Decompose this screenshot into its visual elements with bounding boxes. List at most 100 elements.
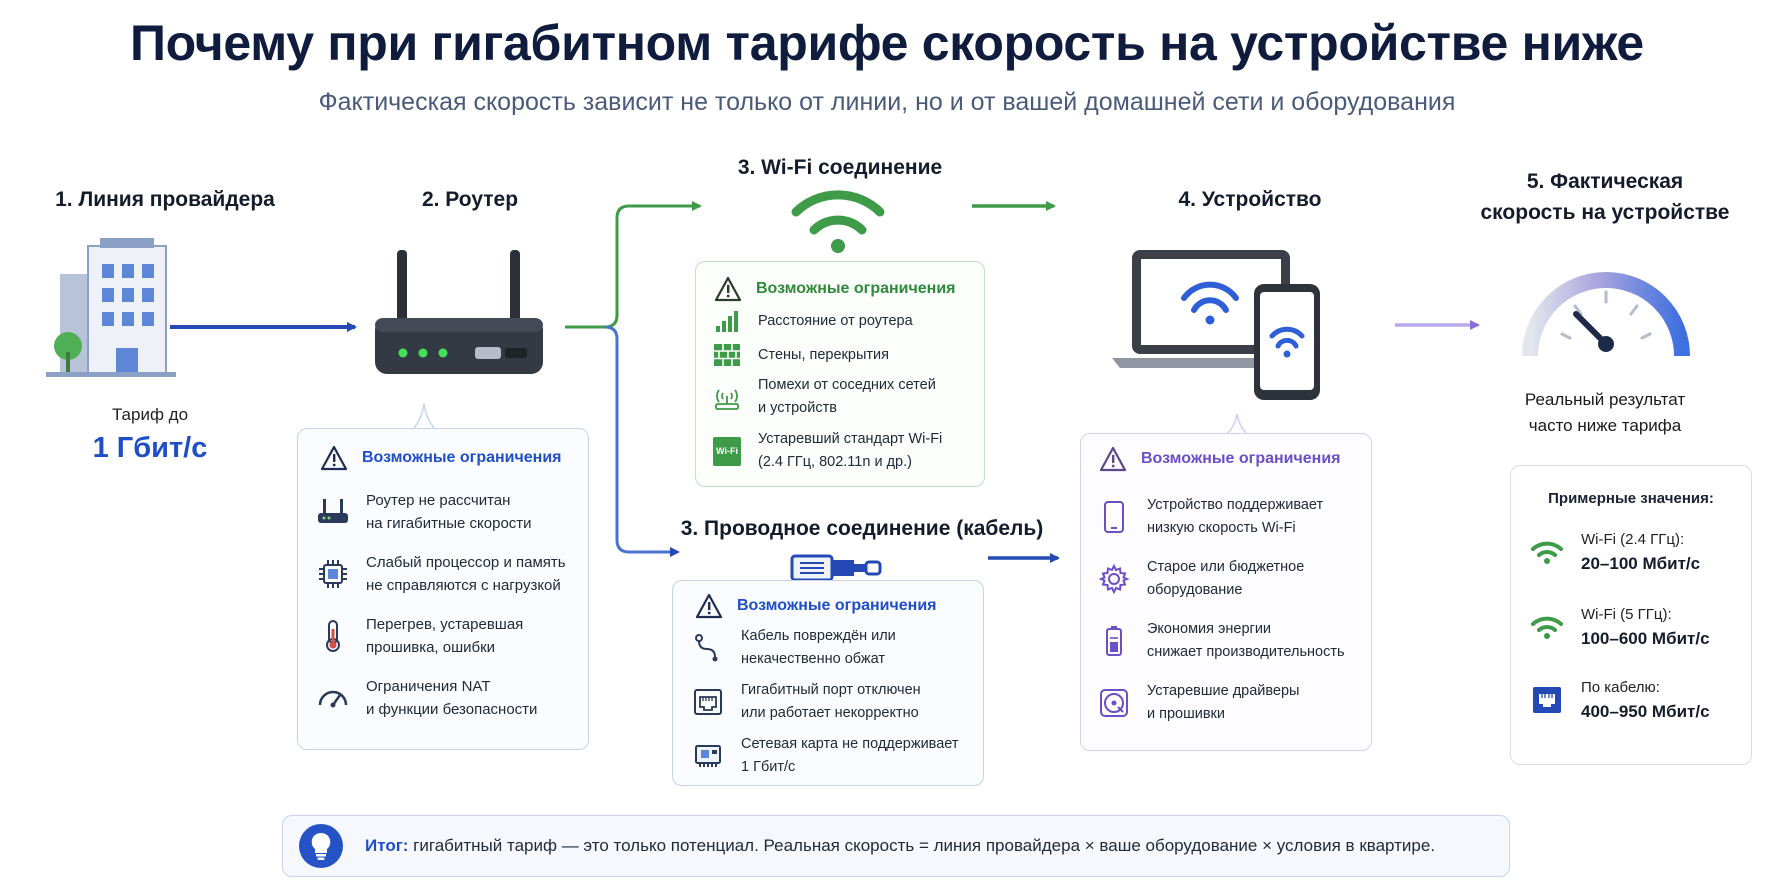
step-actual-title-line1: 5. Фактическая bbox=[1526, 170, 1684, 193]
wifi-limits-heading-text: Возможные ограничения bbox=[756, 280, 956, 297]
phone-icon bbox=[1097, 500, 1131, 534]
typical-values-card: Примерные значения: Wi-Fi (2.4 ГГц): 20–1… bbox=[1510, 465, 1752, 765]
summary-body: гигабитный тариф — это только потенциал.… bbox=[408, 836, 1436, 855]
wired-limit-1-line1: Кабель повреждён или bbox=[741, 628, 896, 644]
wired-limit-3-line2: 1 Гбит/с bbox=[741, 759, 796, 775]
lightbulb-icon bbox=[299, 824, 343, 868]
step-actual-title: 5. Фактическая скорость на устройстве bbox=[1480, 166, 1730, 228]
tariff-label: Тариф до bbox=[111, 405, 189, 424]
device-limit-4-line1: Устаревшие драйверы bbox=[1147, 683, 1300, 699]
arrow-split-to-wifi bbox=[565, 201, 702, 329]
device-limits-heading: Возможные ограничения bbox=[1099, 446, 1341, 472]
router-limit-3-line1: Перегрев, устаревшая bbox=[366, 616, 524, 633]
callout-pointer-device bbox=[1226, 413, 1248, 434]
summary-text: Итог: гигабитный тариф — это только поте… bbox=[365, 836, 1435, 856]
device-limit-2-line1: Старое или бюджетное bbox=[1147, 559, 1305, 575]
wifi-limit-3-line2: и устройств bbox=[758, 400, 837, 416]
gauge-icon bbox=[316, 681, 350, 715]
typical-value-1-label: Wi-Fi (2.4 ГГц): bbox=[1581, 531, 1685, 548]
wired-limit-item: Сетевая карта не поддерживает 1 Гбит/с bbox=[691, 733, 959, 779]
wifi-limit-1-text: Расстояние от роутера bbox=[758, 312, 913, 329]
battery-icon bbox=[1097, 624, 1131, 658]
tariff-value: 1 Гбит/с bbox=[92, 432, 208, 464]
warning-icon bbox=[714, 276, 742, 302]
typical-values-title: Примерные значения: bbox=[1548, 490, 1714, 507]
step-router-title: 2. Роутер bbox=[421, 188, 519, 211]
typical-value-row: Wi-Fi (5 ГГц): 100–600 Мбит/с bbox=[1529, 603, 1710, 651]
wired-limit-2-line1: Гигабитный порт отключен bbox=[741, 682, 921, 698]
typical-value-1-value: 20–100 Мбит/с bbox=[1581, 554, 1701, 573]
router-limit-4-line2: и функции безопасности bbox=[366, 701, 538, 718]
page-title: Почему при гигабитном тарифе скорость на… bbox=[130, 15, 1644, 71]
ethernet-cable-icon bbox=[790, 554, 882, 582]
device-limit-2-line2: оборудование bbox=[1147, 582, 1243, 598]
wifi-icon bbox=[1529, 609, 1565, 645]
device-limit-3-line2: снижает производительность bbox=[1147, 644, 1345, 660]
wired-limit-2-line2: или работает некорректно bbox=[741, 705, 919, 721]
wifi-green-icon bbox=[791, 190, 885, 253]
network-card-icon bbox=[691, 739, 725, 773]
device-limit-1-line1: Устройство поддерживает bbox=[1147, 497, 1324, 513]
summary-label: Итог: bbox=[365, 836, 409, 855]
wifi-limit-item: Расстояние от роутера bbox=[712, 306, 913, 336]
step-wired-title: 3. Проводное соединение (кабель) bbox=[680, 517, 1044, 540]
interference-icon bbox=[712, 382, 742, 412]
result-caption-line2: часто ниже тарифа bbox=[1528, 416, 1682, 435]
router-illustration bbox=[375, 250, 543, 374]
wifi-badge-icon: Wi-Fi bbox=[712, 436, 742, 466]
wired-limits-heading: Возможные ограничения bbox=[695, 593, 937, 619]
result-caption: Реальный результат часто ниже тарифа bbox=[1490, 387, 1720, 439]
brick-wall-icon bbox=[712, 340, 742, 370]
device-limit-item: Устройство поддерживает низкую скорость W… bbox=[1097, 494, 1323, 540]
router-limit-1-line2: на гигабитные скорости bbox=[366, 515, 532, 532]
wired-limits-card: Возможные ограничения Кабель повреждён и… bbox=[672, 580, 984, 786]
cpu-icon bbox=[316, 557, 350, 591]
ethernet-port-icon bbox=[691, 685, 725, 719]
arrow-split-to-wired bbox=[604, 325, 680, 557]
router-limit-2-line1: Слабый процессор и память bbox=[366, 554, 566, 571]
wifi-limit-4-line1: Устаревший стандарт Wi-Fi bbox=[758, 431, 943, 447]
thermometer-icon bbox=[316, 619, 350, 653]
warning-icon bbox=[320, 445, 348, 471]
wifi-limit-4-line2: (2.4 ГГц, 802.11n и др.) bbox=[758, 454, 912, 470]
router-limit-item: Роутер не рассчитан на гигабитные скорост… bbox=[316, 489, 532, 535]
device-limit-3-line1: Экономия энергии bbox=[1147, 621, 1272, 637]
router-icon bbox=[316, 495, 350, 529]
typical-value-row: Wi-Fi (2.4 ГГц): 20–100 Мбит/с bbox=[1529, 528, 1700, 576]
wired-limit-3-line1: Сетевая карта не поддерживает bbox=[741, 736, 959, 752]
wifi-limit-item: Wi-Fi Устаревший стандарт Wi-Fi (2.4 ГГц,… bbox=[712, 428, 942, 474]
wifi-limit-3-line1: Помехи от соседних сетей bbox=[758, 377, 936, 393]
typical-value-2-label: Wi-Fi (5 ГГц): bbox=[1581, 606, 1672, 623]
typical-value-3-value: 400–950 Мбит/с bbox=[1581, 702, 1710, 721]
wifi-limit-item: Стены, перекрытия bbox=[712, 340, 889, 370]
warning-icon bbox=[695, 593, 723, 619]
router-limit-4-line1: Ограничения NAT bbox=[366, 678, 491, 695]
device-limit-item: Устаревшие драйверы и прошивки bbox=[1097, 680, 1299, 726]
step-line-title: 1. Линия провайдера bbox=[55, 188, 275, 211]
typical-value-3-label: По кабелю: bbox=[1581, 679, 1660, 696]
step-wifi-title: 3. Wi-Fi соединение bbox=[737, 156, 943, 179]
router-limits-heading: Возможные ограничения bbox=[320, 445, 562, 471]
signal-bars-icon bbox=[712, 306, 742, 336]
router-limits-card: Возможные ограничения Роутер не рассчита… bbox=[297, 428, 589, 750]
callout-pointer-router bbox=[413, 403, 435, 428]
device-limit-4-line2: и прошивки bbox=[1147, 706, 1225, 722]
wired-limit-item: Гигабитный порт отключен или работает нек… bbox=[691, 679, 921, 725]
router-limit-2-line2: не справляются с нагрузкой bbox=[366, 577, 561, 594]
wired-limit-1-line2: некачественно обжат bbox=[741, 651, 885, 667]
building-icon bbox=[46, 238, 176, 377]
step-actual-title-line2: скорость на устройстве bbox=[1480, 201, 1730, 224]
device-limit-item: Экономия энергии снижает производительнос… bbox=[1097, 618, 1345, 664]
wifi-limit-item: Помехи от соседних сетей и устройств bbox=[712, 374, 936, 420]
step-device-title: 4. Устройство bbox=[1178, 188, 1322, 211]
gear-icon bbox=[1097, 562, 1131, 596]
speedometer-icon bbox=[1522, 272, 1690, 357]
typical-value-row: По кабелю: 400–950 Мбит/с bbox=[1529, 676, 1710, 724]
router-limit-1-line1: Роутер не рассчитан bbox=[366, 492, 511, 509]
typical-value-2-value: 100–600 Мбит/с bbox=[1581, 629, 1710, 648]
wifi-icon bbox=[1529, 534, 1565, 570]
device-limit-1-line2: низкую скорость Wi-Fi bbox=[1147, 520, 1296, 536]
disc-icon bbox=[1097, 686, 1131, 720]
